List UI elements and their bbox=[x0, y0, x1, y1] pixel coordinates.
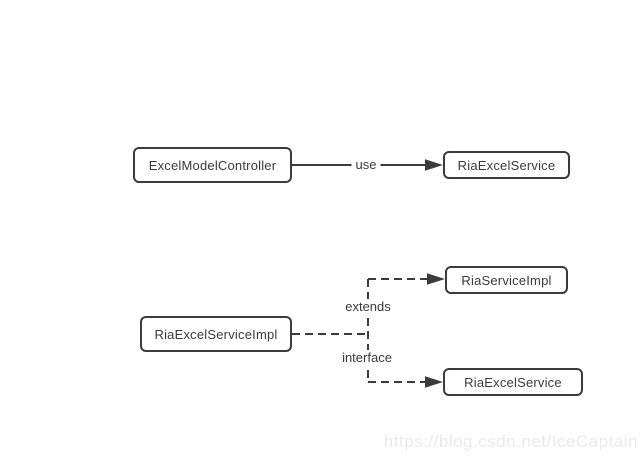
edge-label-interface: interface bbox=[338, 350, 396, 366]
use-arrowhead-icon bbox=[425, 159, 443, 171]
watermark-text: https://blog.csdn.net/IceCaptain bbox=[383, 432, 638, 451]
node-ria-excel-service-impl: RiaExcelServiceImpl bbox=[140, 316, 292, 352]
interface-arrowhead-icon bbox=[425, 376, 443, 388]
edge-label-use: use bbox=[351, 157, 381, 173]
edge-label-extends: extends bbox=[341, 299, 395, 315]
node-ria-service-impl: RiaServiceImpl bbox=[445, 266, 568, 294]
extends-arrowhead-icon bbox=[427, 273, 445, 285]
node-excel-model-controller: ExcelModelController bbox=[133, 147, 292, 183]
node-ria-excel-service-bottom: RiaExcelService bbox=[443, 368, 583, 396]
node-ria-excel-service-top: RiaExcelService bbox=[443, 151, 570, 179]
